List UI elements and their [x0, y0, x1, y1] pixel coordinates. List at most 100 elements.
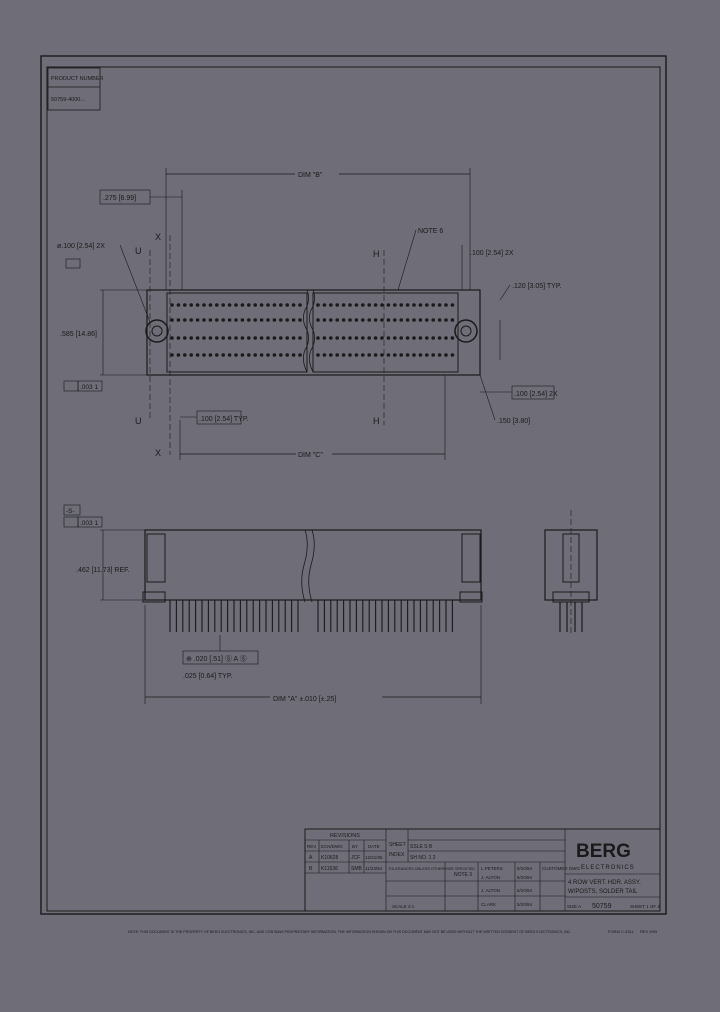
- pin: [240, 336, 245, 340]
- pin: [189, 303, 193, 307]
- flatness-tol-top: .003 1: [80, 384, 98, 391]
- pin: [202, 353, 206, 357]
- datum-s-label: -S-: [66, 508, 75, 515]
- flatness-tol-side: .003 1: [80, 520, 98, 527]
- pin: [354, 353, 359, 357]
- pin: [247, 303, 251, 307]
- pin: [170, 318, 174, 322]
- pin: [215, 303, 219, 307]
- pin: [279, 336, 283, 340]
- approved-date: 5/20/94: [517, 888, 533, 893]
- mounting-hole-right-inner: [460, 325, 472, 337]
- dim-a-label: DIM "A" ±.010 [±.25]: [273, 696, 336, 703]
- pin: [431, 353, 436, 357]
- rev-col-rev: REV: [307, 844, 316, 849]
- pin: [259, 353, 264, 357]
- pin: [279, 318, 283, 322]
- pin: [393, 318, 397, 322]
- pin: [208, 353, 213, 357]
- pin: [335, 318, 340, 322]
- pin: [386, 318, 391, 322]
- pin: [399, 353, 404, 357]
- pin: [412, 318, 416, 322]
- pin: [291, 303, 296, 307]
- pin: [291, 318, 296, 322]
- pin: [329, 303, 333, 307]
- sheet-row-1: SSLE S B: [410, 844, 433, 850]
- position-tol-label: ⊕ .020 [.51] Ⓢ A Ⓢ: [186, 655, 247, 663]
- pin: [259, 318, 264, 322]
- pin: [215, 353, 219, 357]
- pin: [298, 336, 302, 340]
- outer-border: [40, 55, 667, 915]
- pin: [348, 318, 352, 322]
- pin: [437, 353, 442, 357]
- pin: [285, 318, 290, 322]
- pin-field-left: [166, 292, 308, 373]
- pin: [195, 353, 200, 357]
- section-x-top: X: [155, 232, 161, 242]
- pin: [367, 353, 372, 357]
- pin: [418, 303, 423, 307]
- pin: [183, 336, 187, 340]
- pin: [405, 353, 410, 357]
- pin: [234, 353, 238, 357]
- product-number-value: 50759-4000...: [51, 97, 85, 103]
- pin: [380, 318, 384, 322]
- mounting-hole-left-inner: [151, 325, 163, 337]
- pin: [266, 353, 270, 357]
- rev-b: B: [309, 866, 313, 872]
- note-6-label: NOTE 6: [418, 228, 443, 235]
- pin: [418, 318, 423, 322]
- checked-by: J. ALTON: [481, 875, 500, 880]
- approved-by: J. ALTON: [481, 888, 500, 893]
- pin: [253, 336, 257, 340]
- pin: [316, 318, 320, 322]
- pin: [202, 336, 206, 340]
- pin: [176, 353, 181, 357]
- pin: [380, 336, 384, 340]
- pin: [195, 336, 200, 340]
- end-view: [544, 510, 598, 635]
- pin: [272, 303, 277, 307]
- post-left: [146, 533, 166, 583]
- pin: [227, 336, 232, 340]
- pin: [425, 303, 429, 307]
- section-u-top: U: [135, 246, 142, 256]
- pin: [361, 336, 365, 340]
- connector-side-body: [144, 529, 482, 601]
- pin: [170, 336, 174, 340]
- rev-b-date: 11/23/94: [365, 866, 383, 871]
- rev-b-ecn: K11536: [321, 866, 338, 872]
- pin: [425, 353, 429, 357]
- form-rev: REV 9/93: [640, 929, 658, 934]
- pin: [361, 303, 365, 307]
- pin: [399, 303, 404, 307]
- rev-b-by: SMB: [351, 866, 363, 872]
- pin: [215, 336, 219, 340]
- pitch-typ-label: .100 [2.54] TYP.: [199, 416, 249, 423]
- pin: [202, 303, 206, 307]
- pin: [348, 336, 352, 340]
- pin: [444, 303, 448, 307]
- pin: [399, 318, 404, 322]
- pin: [380, 353, 384, 357]
- pin: [373, 318, 378, 322]
- pin: [431, 318, 436, 322]
- dim-b-label: DIM "B": [298, 172, 323, 179]
- pin: [418, 353, 423, 357]
- product-number-box: PRODUCT NUMBER 50759-4000...: [47, 67, 103, 111]
- pin: [393, 303, 397, 307]
- pin: [354, 303, 359, 307]
- company-logo: BERG: [576, 841, 631, 862]
- pin: [189, 318, 193, 322]
- rev-col-ecn: ECN/DWG: [321, 844, 343, 849]
- pin: [266, 318, 270, 322]
- pin: [322, 303, 327, 307]
- drawing-number: 50759: [592, 903, 612, 910]
- pin: [272, 318, 277, 322]
- pin: [208, 336, 213, 340]
- pin: [425, 318, 429, 322]
- pin: [341, 353, 346, 357]
- section-h-bottom: H: [373, 416, 380, 426]
